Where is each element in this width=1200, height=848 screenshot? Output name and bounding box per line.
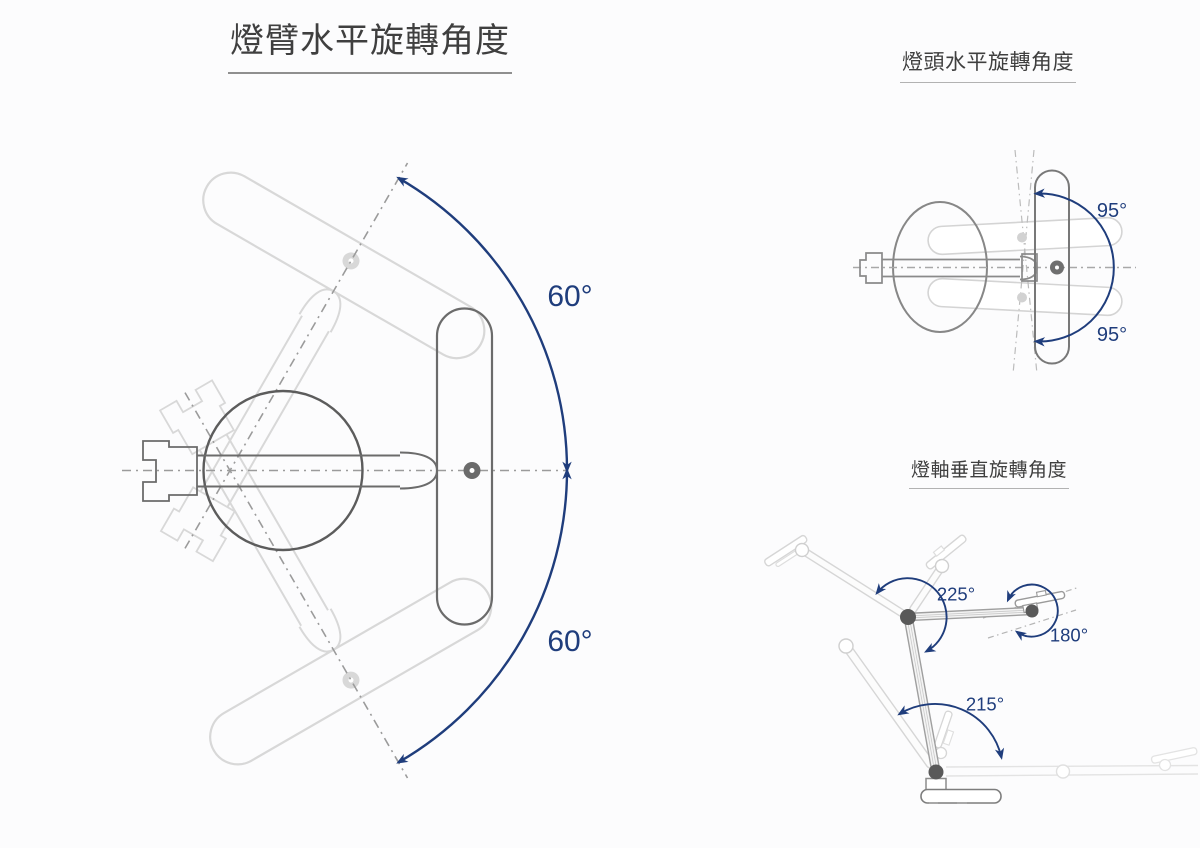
rotated-axis-up-line [184,162,409,549]
arm-horizontal-rotation-title: 燈臂水平旋轉角度 [228,20,512,74]
head-rotation-arc [1033,188,1115,347]
lamp-base-top-view [202,389,364,552]
axis-vertical-diagram: 225° 180° 215° [764,534,1199,804]
rotation-axis-lines [122,162,567,779]
ghost-arm-flat [945,747,1199,779]
head-tilt-line-2 [987,609,1077,639]
angle-label-head-vertical: 180° [1050,625,1088,646]
angle-label-head-up: 95° [1097,200,1127,222]
arm-end-bracket [859,252,883,284]
head-horizontal-diagram: 95° 95° [853,149,1136,375]
lamp-top-view-ghost-down [52,313,503,776]
head-pivot-dot-center [1055,265,1059,270]
ghost-pivot-dot-up [1017,232,1027,243]
elbow-pivot-dot [900,609,916,625]
angle-label-arm-up: 60° [547,280,592,313]
rotation-arc-lower [396,467,572,764]
rotated-axis-down-line [184,392,409,779]
head-horizontal-rotation-title: 燈頭水平旋轉角度 [900,50,1076,84]
elbow-rotation-arc [875,577,948,653]
ghost-head-flat [1150,747,1198,772]
head-tilt-axis-line-2 [1012,149,1035,375]
ghost-head-up [925,534,967,574]
lamp-top-view-main [141,307,494,626]
angle-label-arm-down: 60° [547,625,592,658]
ghost-elbow-joint [838,638,854,654]
vertical-rotation-arcs [875,577,1059,760]
angle-label-elbow: 225° [937,584,975,605]
lamp-base-side [920,777,1002,804]
head-pivot-dot-side [1025,604,1039,618]
ghost-arms-rotated [764,534,967,769]
arm-horizontal-diagram: 60° 60° [45,161,593,779]
head-tilt-axis-line-1 [1014,149,1038,375]
angle-label-base: 215° [966,694,1004,715]
ghost-pivot-dot-down [1017,292,1027,303]
head-rotation-arc-side [1006,583,1059,641]
base-rotation-arc [897,703,1005,760]
base-pivot-dot [928,764,944,780]
axis-vertical-rotation-title: 燈軸垂直旋轉角度 [909,459,1070,489]
lamp-upper-arm [907,606,1034,622]
rotation-arc-upper [396,176,572,474]
ghost-flat-elbow-joint [1055,764,1071,779]
angle-label-head-down: 95° [1097,324,1127,346]
ghost-head-back [764,534,810,568]
rotation-arcs [396,176,572,764]
